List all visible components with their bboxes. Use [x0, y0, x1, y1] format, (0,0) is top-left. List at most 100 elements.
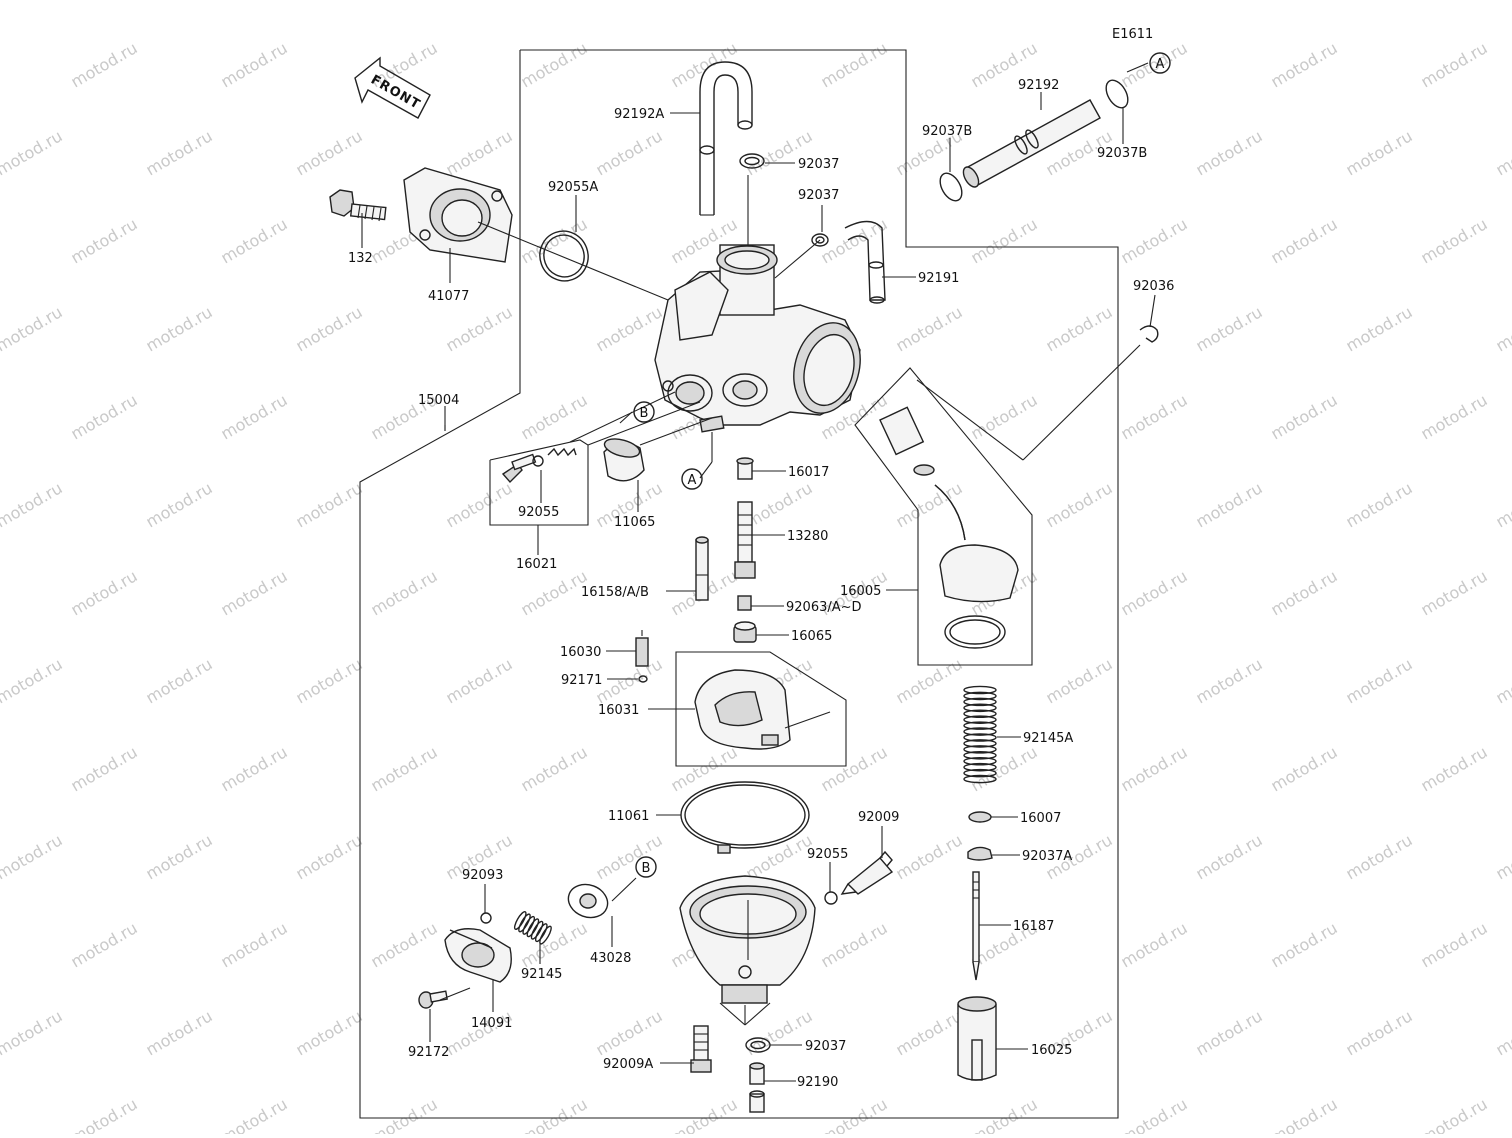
- watermark-text: motod.ru: [1268, 566, 1341, 619]
- label-92037b-right[interactable]: 92037B: [1097, 146, 1147, 161]
- label-16030[interactable]: 16030: [560, 645, 601, 660]
- label-13280[interactable]: 13280: [787, 529, 828, 544]
- watermark-text: motod.ru: [743, 478, 816, 531]
- label-92037-bottom[interactable]: 92037: [805, 1039, 846, 1054]
- label-16005[interactable]: 16005: [840, 584, 881, 599]
- watermark-text: motod.ru: [143, 0, 216, 3]
- clip-16007: [969, 812, 991, 822]
- watermark-text: motod.ru: [668, 742, 741, 795]
- watermark-text: motod.ru: [518, 566, 591, 619]
- watermark-text: motod.ru: [143, 478, 216, 531]
- watermark-text: motod.ru: [218, 38, 291, 91]
- label-92192a[interactable]: 92192A: [614, 107, 664, 122]
- label-92037a[interactable]: 92037A: [1022, 849, 1072, 864]
- watermark-text: motod.ru: [893, 478, 966, 531]
- label-11065[interactable]: 11065: [614, 515, 655, 530]
- watermark-text: motod.ru: [1493, 126, 1512, 179]
- label-92037b-left[interactable]: 92037B: [922, 124, 972, 139]
- label-43028[interactable]: 43028: [590, 951, 631, 966]
- label-15004[interactable]: 15004: [418, 393, 459, 408]
- watermark-text: motod.ru: [518, 214, 591, 267]
- label-16187[interactable]: 16187: [1013, 919, 1054, 934]
- label-92190[interactable]: 92190: [797, 1075, 838, 1090]
- watermark-text: motod.ru: [593, 126, 666, 179]
- tube-16158: [696, 537, 708, 600]
- watermark-text: motod.ru: [518, 1094, 591, 1134]
- watermark-text: motod.ru: [1343, 1006, 1416, 1059]
- watermark-text: motod.ru: [68, 566, 141, 619]
- cover-14091: [445, 929, 511, 982]
- main-jet-92063: [738, 596, 751, 610]
- watermark-text: motod.ru: [1118, 918, 1191, 971]
- watermark-text: motod.ru: [1343, 0, 1416, 3]
- label-92009a[interactable]: 92009A: [603, 1057, 653, 1072]
- watermark-text: motod.ru: [518, 918, 591, 971]
- washer-92093: [481, 913, 491, 923]
- label-16158[interactable]: 16158/A/B: [581, 585, 649, 600]
- watermark-text: motod.ru: [1268, 1094, 1341, 1134]
- label-41077[interactable]: 41077: [428, 289, 469, 304]
- screw-92172: [419, 991, 447, 1008]
- callout-b-bowl: B: [636, 857, 656, 877]
- watermark-text: motod.ru: [443, 654, 516, 707]
- watermark-text: motod.ru: [68, 38, 141, 91]
- label-92055-bowl[interactable]: 92055: [807, 847, 848, 862]
- label-16017[interactable]: 16017: [788, 465, 829, 480]
- vent-tube-92192a: [700, 62, 752, 215]
- watermark-text: motod.ru: [1043, 302, 1116, 355]
- watermark-text: motod.ru: [1493, 830, 1512, 883]
- clip-92037a: [968, 847, 992, 860]
- label-92192[interactable]: 92192: [1018, 78, 1059, 93]
- label-16021[interactable]: 16021: [516, 557, 557, 572]
- watermark-text: motod.ru: [218, 566, 291, 619]
- label-16025[interactable]: 16025: [1031, 1043, 1072, 1058]
- label-92055-pilot[interactable]: 92055: [518, 505, 559, 520]
- watermark-text: motod.ru: [368, 742, 441, 795]
- carburetor-body-15004: [655, 245, 870, 432]
- label-92009[interactable]: 92009: [858, 810, 899, 825]
- callout-b-body: B: [634, 402, 654, 422]
- watermark-text: motod.ru: [668, 1094, 741, 1134]
- label-92191[interactable]: 92191: [918, 271, 959, 286]
- label-92055a[interactable]: 92055A: [548, 180, 598, 195]
- label-132[interactable]: 132: [348, 251, 373, 266]
- watermark-text: motod.ru: [1268, 214, 1341, 267]
- watermark-text: motod.ru: [818, 742, 891, 795]
- watermark-text: motod.ru: [443, 478, 516, 531]
- watermark-text: motod.ru: [293, 830, 366, 883]
- watermark-text: motod.ru: [893, 0, 966, 3]
- label-92063[interactable]: 92063/A~D: [786, 600, 862, 615]
- label-92037-top[interactable]: 92037: [798, 157, 839, 172]
- label-16065[interactable]: 16065: [791, 629, 832, 644]
- label-92145[interactable]: 92145: [521, 967, 562, 982]
- watermark-text: motod.ru: [1343, 478, 1416, 531]
- watermark-text: motod.ru: [593, 0, 666, 3]
- svg-text:A: A: [1156, 57, 1165, 72]
- label-92145a[interactable]: 92145A: [1023, 731, 1073, 746]
- diaphragm-43028: [564, 879, 613, 923]
- label-16031[interactable]: 16031: [598, 703, 639, 718]
- label-11061[interactable]: 11061: [608, 809, 649, 824]
- watermark-text: motod.ru: [1418, 390, 1491, 443]
- watermark-text: motod.ru: [368, 918, 441, 971]
- label-92037-mid[interactable]: 92037: [798, 188, 839, 203]
- label-16007[interactable]: 16007: [1020, 811, 1061, 826]
- drain-screw-92009: [842, 852, 892, 894]
- watermark-text: motod.ru: [368, 566, 441, 619]
- watermark-text: motod.ru: [0, 830, 66, 883]
- label-92093[interactable]: 92093: [462, 868, 503, 883]
- watermark-text: motod.ru: [1343, 126, 1416, 179]
- watermark-text: motod.ru: [1118, 214, 1191, 267]
- watermark-text: motod.ru: [0, 478, 66, 531]
- watermark-text: motod.ru: [1118, 390, 1191, 443]
- pilot-screw-92055: [503, 449, 576, 482]
- watermark-text: motod.ru: [1118, 38, 1191, 91]
- label-14091[interactable]: 14091: [471, 1016, 512, 1031]
- label-92171[interactable]: 92171: [561, 673, 602, 688]
- label-92172[interactable]: 92172: [408, 1045, 449, 1060]
- watermark-text: motod.ru: [518, 38, 591, 91]
- label-92036[interactable]: 92036: [1133, 279, 1174, 294]
- needle-jet-13280: [735, 502, 755, 578]
- watermark-text: motod.ru: [1193, 830, 1266, 883]
